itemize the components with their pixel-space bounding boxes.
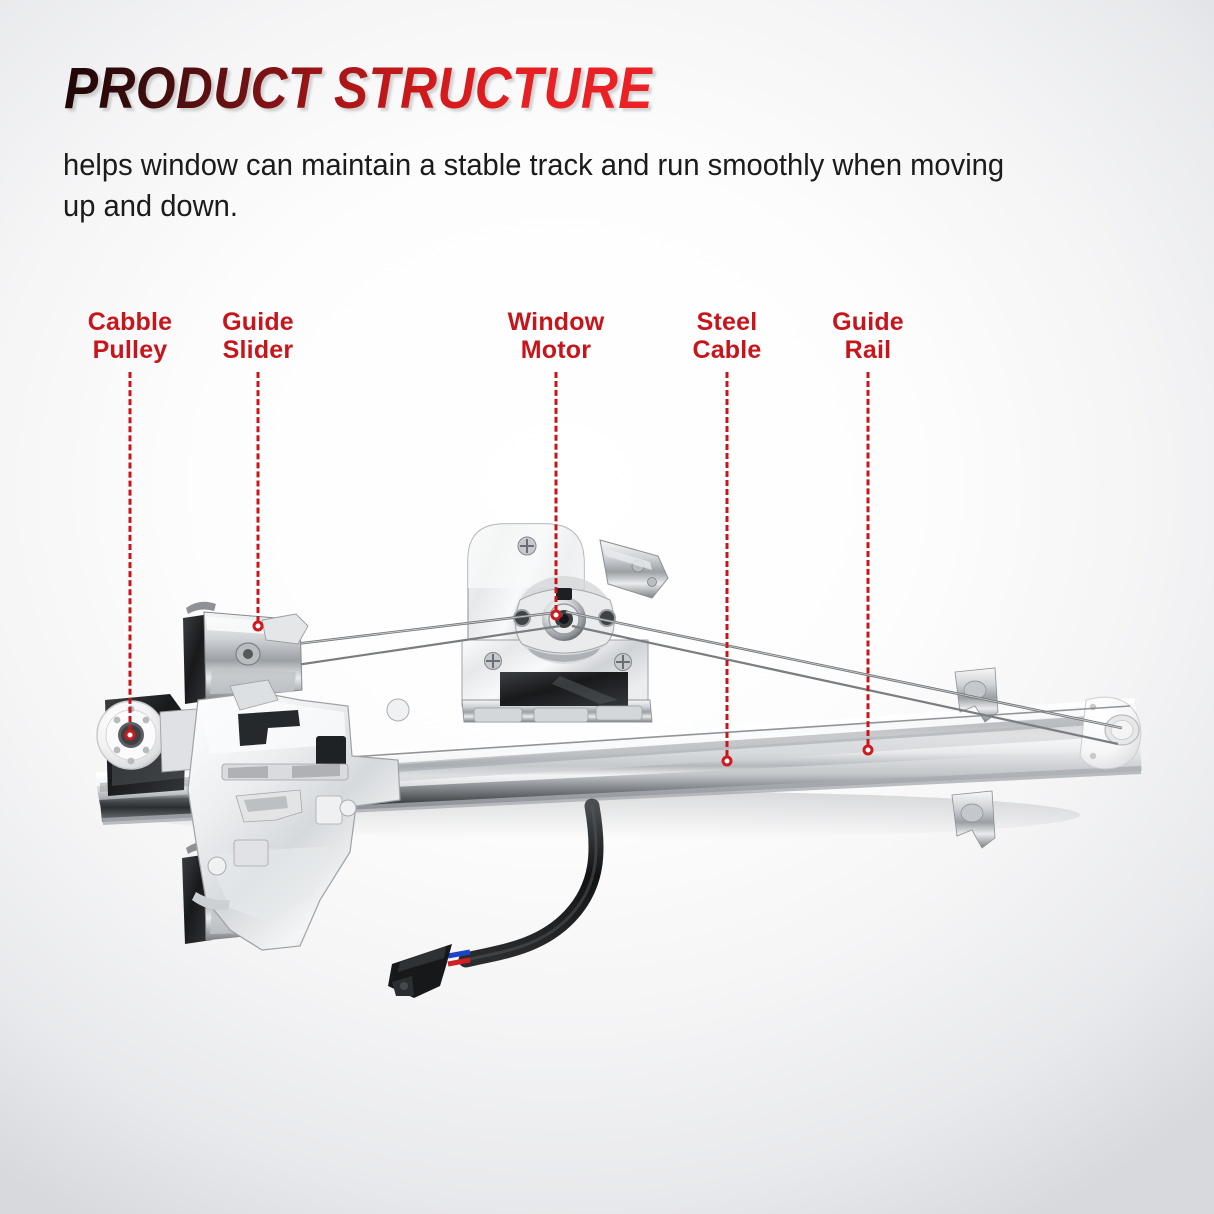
leader-dot-guide-slider	[252, 620, 264, 632]
callout-line2: Cable	[692, 336, 762, 364]
leader-line-steel-cable	[725, 372, 729, 756]
leader-dot-cabble-pulley	[124, 729, 136, 741]
page-title-shadow: PRODUCT STRUCTURE	[67, 63, 656, 121]
leader-line-window-motor	[554, 372, 558, 611]
callout-line2: Slider	[222, 336, 294, 364]
callout-line1: Window	[507, 308, 605, 336]
callout-line2: Motor	[520, 336, 592, 364]
leader-line-guide-slider	[256, 372, 260, 622]
callout-line1: Cabble	[87, 308, 173, 336]
callout-label-cabble-pulley: Cabble Pulley	[88, 308, 173, 364]
leader-dot-window-motor	[550, 609, 562, 621]
page-title: PRODUCT STRUCTURE	[64, 56, 653, 121]
callout-line2: Pulley	[92, 336, 168, 364]
leader-dot-steel-cable	[721, 755, 733, 767]
callout-label-guide-rail: Guide Rail	[832, 308, 904, 364]
callout-line1: Steel	[696, 308, 758, 336]
callout-line1: Guide	[222, 308, 294, 336]
callout-label-window-motor: Window Motor	[508, 308, 605, 364]
leader-line-guide-rail	[866, 372, 870, 745]
leader-dot-guide-rail	[862, 744, 874, 756]
leader-line-cabble-pulley	[128, 372, 132, 731]
callout-line1: Guide	[832, 308, 904, 336]
callout-label-steel-cable: Steel Cable	[692, 308, 761, 364]
callout-line2: Rail	[844, 336, 892, 364]
page-subtitle: helps window can maintain a stable track…	[63, 147, 1005, 224]
callout-label-guide-slider: Guide Slider	[222, 308, 294, 364]
